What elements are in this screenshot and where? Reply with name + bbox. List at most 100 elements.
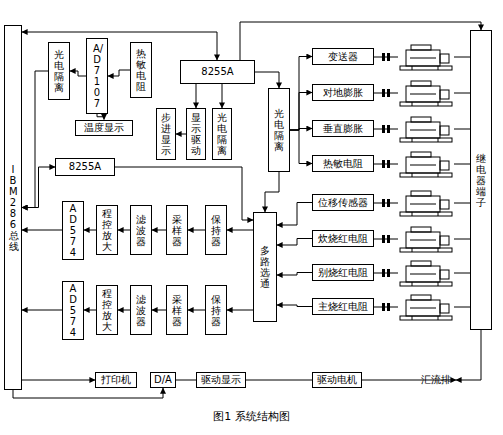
node-label: 采样器	[172, 294, 182, 327]
node-label: AD574	[69, 203, 77, 258]
node-label: 驱动显示	[201, 374, 241, 386]
node-label: IBM286总线	[9, 164, 17, 252]
adc-box: AD574	[62, 201, 84, 260]
signal-line	[277, 305, 312, 307]
node-label: 保持器	[211, 214, 221, 247]
dac-box: D/A	[150, 372, 176, 388]
sensor-box: 变送器	[312, 48, 374, 65]
heater-box: 别烧红电阻	[312, 264, 374, 281]
signal-line	[152, 230, 166, 231]
node-label: AD574	[69, 283, 77, 338]
node-label: 8255A	[69, 161, 101, 173]
signal-line	[265, 172, 279, 212]
sensor-box: 垂直膨胀	[312, 120, 374, 137]
sampler-box: 采样器	[166, 205, 188, 255]
node-label: 打印机	[101, 374, 131, 386]
motor-driver-box: 驱动电机	[312, 372, 362, 388]
node-label: 保持器	[211, 294, 221, 327]
signal-line	[227, 310, 253, 311]
amplifier-box: 程控放大	[96, 285, 118, 335]
node-label: 炊烧红电阻	[318, 233, 368, 245]
node-label: 汇流排	[421, 374, 451, 386]
signal-line	[277, 203, 312, 226]
signal-line	[118, 230, 130, 231]
node-label: 热敏电阻	[323, 158, 363, 170]
adc-box: AD574	[62, 281, 84, 340]
node-label: 别烧红电阻	[318, 267, 368, 279]
multiplexer-box: 多路选通	[253, 212, 277, 322]
machine-icons	[400, 45, 452, 320]
signal-line	[277, 239, 312, 246]
signal-line	[108, 70, 130, 76]
node-label: 显示驱动	[191, 112, 201, 156]
isolator-box: 光电隔离	[268, 88, 290, 172]
signal-line	[152, 310, 166, 311]
node-label: 滤波器	[136, 294, 146, 327]
relay-terminal-box: 继电器端子	[470, 30, 492, 330]
sensor-box: 热敏电阻	[130, 42, 152, 98]
node-label: 变送器	[328, 51, 358, 63]
node-label: 主烧红电阻	[318, 301, 368, 313]
signal-line	[84, 230, 96, 231]
heater-box: 炊烧红电阻	[312, 230, 374, 247]
node-label: 采样器	[172, 214, 182, 247]
node-label: 继电器端子	[476, 153, 486, 208]
sampler-box: 采样器	[166, 285, 188, 335]
signal-line	[22, 310, 62, 311]
filter-box: 滤波器	[130, 285, 152, 335]
printer-box: 打印机	[95, 372, 137, 388]
signal-line	[84, 310, 96, 311]
node-label: 多路选通	[260, 245, 270, 289]
holder-box: 保持器	[205, 205, 227, 255]
heater-box: 主烧红电阻	[312, 298, 374, 315]
signal-line	[176, 134, 186, 135]
node-label: 光电隔离	[54, 49, 64, 93]
node-label: 程控放大	[102, 288, 112, 332]
node-label: 光电隔离	[274, 108, 284, 152]
node-label: 位移传感器	[318, 197, 368, 209]
bus-bar: IBM286总线	[4, 25, 22, 390]
signal-line	[118, 310, 130, 311]
sensor-box: 热敏电阻	[312, 155, 374, 172]
node-label: 温度显示	[84, 122, 124, 134]
signal-line	[290, 57, 312, 131]
io-chip-box: 8255A	[180, 60, 255, 84]
signal-line	[188, 310, 205, 311]
signal-line	[70, 71, 86, 76]
driver-box: 显示驱动	[186, 108, 206, 160]
filter-box: 滤波器	[130, 205, 152, 255]
display-box: 温度显示	[75, 120, 133, 136]
holder-box: 保持器	[205, 285, 227, 335]
node-label: 驱动电机	[317, 374, 357, 386]
signal-line	[22, 230, 62, 231]
signal-line	[196, 84, 197, 108]
signal-line	[290, 130, 312, 164]
signal-line	[222, 84, 223, 108]
signal-line	[255, 72, 279, 88]
figure-caption: 图1 系统结构图	[0, 409, 503, 424]
node-label: 热敏电阻	[136, 48, 146, 92]
driver-box: 驱动显示	[196, 372, 246, 388]
busbar-label: 汇流排	[416, 372, 456, 388]
isolator-box: 光电隔离	[48, 42, 70, 100]
node-label: D/A	[154, 374, 172, 386]
node-label: 垂直膨胀	[323, 123, 363, 135]
display-box: 步进显示	[156, 108, 176, 160]
node-label: 光电隔离	[217, 112, 227, 156]
node-label: A/D7107	[93, 43, 101, 109]
node-label: 滤波器	[136, 214, 146, 247]
node-label: 程控放大	[102, 208, 112, 252]
adc-box: A/D7107	[86, 38, 108, 114]
node-label: 8255A	[201, 66, 233, 78]
signal-line	[13, 388, 163, 398]
sensor-box: 位移传感器	[312, 194, 374, 211]
signal-line	[290, 93, 312, 131]
sensor-box: 对地膨胀	[312, 84, 374, 101]
signal-line	[22, 71, 48, 208]
signal-line	[188, 230, 205, 231]
node-label: 对地膨胀	[323, 87, 363, 99]
signal-line	[22, 380, 95, 381]
isolator-box: 光电隔离	[212, 108, 232, 160]
node-label: 步进显示	[161, 112, 171, 156]
signal-line	[22, 167, 55, 208]
